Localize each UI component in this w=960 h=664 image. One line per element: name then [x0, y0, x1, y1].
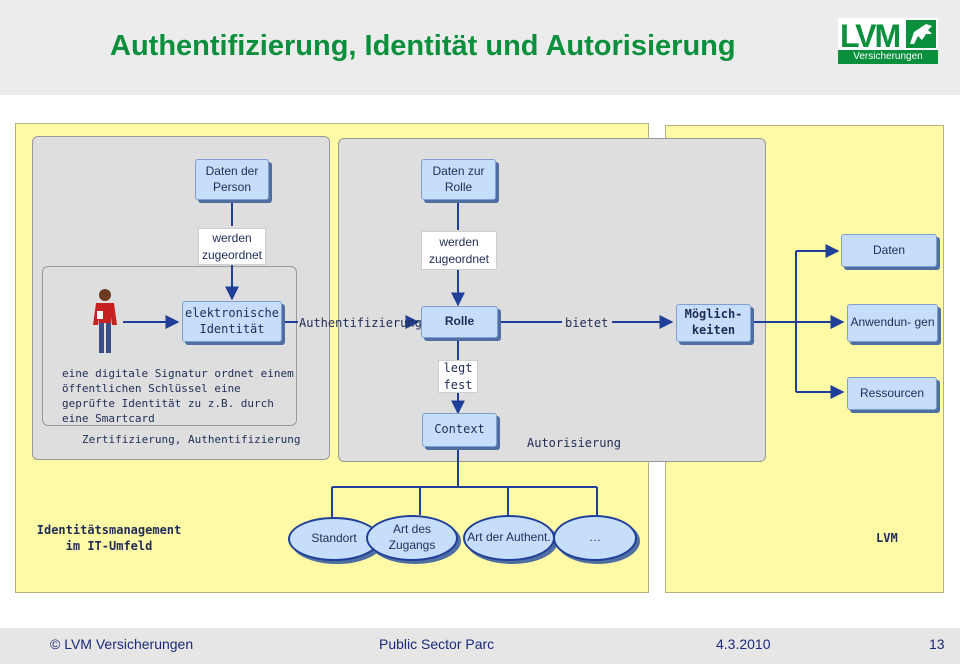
- box-daten-zur-rolle: Daten zur Rolle: [421, 159, 496, 200]
- ellipse-art-des-zugangs: Art des Zugangs: [366, 515, 458, 561]
- role-panel: [338, 138, 766, 462]
- box-moeglichkeiten: Möglich- keiten: [676, 304, 751, 342]
- box-daten: Daten: [841, 234, 937, 267]
- certification-panel: [42, 266, 297, 426]
- lvm-logo-subtitle: Versicherungen: [838, 50, 938, 64]
- label-werden-zugeordnet-rolle: werden zugeordnet: [421, 231, 497, 270]
- title-bar: [0, 0, 960, 95]
- label-identitaetsmanagement: Identitätsmanagement im IT-Umfeld: [36, 523, 182, 554]
- lvm-logo: LVM Versicherungen: [838, 18, 938, 64]
- label-legt-fest: legt fest: [438, 360, 478, 393]
- label-werden-zugeordnet-person: werden zugeordnet: [198, 228, 266, 265]
- person-figure: [93, 289, 117, 353]
- ellipse-weitere: …: [553, 515, 637, 561]
- label-zertifizierung: Zertifizierung, Authentifizierung: [82, 433, 301, 446]
- box-ressourcen: Ressourcen: [847, 377, 937, 410]
- box-context: Context: [422, 413, 497, 447]
- ellipse-art-der-authent: Art der Authent.: [463, 515, 555, 561]
- box-daten-der-person: Daten der Person: [195, 159, 269, 200]
- box-elektronische-identitaet: elektronische Identität: [182, 301, 282, 342]
- footer-copyright: © LVM Versicherungen: [50, 636, 194, 652]
- label-autorisierung: Autorisierung: [527, 436, 621, 450]
- box-rolle: Rolle: [421, 306, 498, 338]
- text-digitale-signatur: eine digitale Signatur ordnet einem öffe…: [62, 367, 294, 425]
- page-title: Authentifizierung, Identität und Autoris…: [110, 30, 736, 62]
- label-bietet: bietet: [565, 316, 609, 330]
- box-anwendungen: Anwendun- gen: [847, 304, 938, 342]
- label-lvm: LVM: [876, 531, 898, 545]
- svg-text:LVM: LVM: [840, 18, 900, 50]
- footer-event: Public Sector Parc: [379, 636, 495, 652]
- lvm-logo-mark: LVM: [838, 18, 938, 50]
- footer-bar: [0, 628, 960, 664]
- label-authentifizierung: Authentifizierung: [299, 316, 422, 330]
- footer-date: 4.3.2010: [716, 636, 771, 652]
- footer-page-number: 13: [929, 636, 945, 652]
